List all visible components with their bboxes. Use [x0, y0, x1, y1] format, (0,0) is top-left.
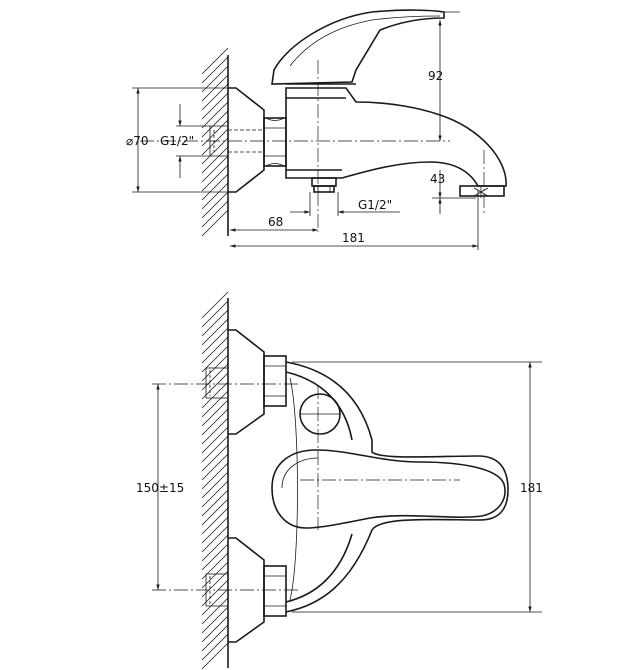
wall-hatch-line	[201, 381, 229, 409]
wall-hatch-line	[201, 435, 229, 463]
wall-hatch-line	[201, 606, 229, 634]
lever-handle-top	[271, 449, 506, 529]
wall-hatch-line	[201, 318, 229, 346]
side-view: ⌀70 G1/2" 92 43 G1/2"	[126, 9, 507, 250]
wall-hatch-line	[201, 119, 229, 147]
wall-hatch-line	[201, 597, 229, 625]
wall-hatch-line	[201, 399, 229, 427]
dim-outlet-thread: G1/2"	[290, 192, 400, 216]
wall-hatch-line	[201, 408, 229, 436]
union-nut-side	[263, 117, 287, 167]
wall-hatch-line	[201, 173, 229, 201]
dim-outlet-thread-label: G1/2"	[358, 198, 392, 212]
dim-height-92-label: 92	[428, 69, 443, 83]
dim-spacing-150-label: 150±15	[136, 481, 184, 495]
wall-hatch-line	[201, 146, 229, 174]
wall-hatch-line	[201, 498, 229, 526]
shower-outlet	[311, 177, 337, 193]
wall-hatch-line	[201, 291, 229, 319]
wall-hatch-line	[201, 336, 229, 364]
dim-diameter-70-label: ⌀70	[126, 134, 149, 148]
diverter-knob-top	[299, 393, 341, 435]
dim-depth-181: 181	[292, 361, 543, 613]
wall-hatch-line	[201, 534, 229, 562]
dim-height-43-label: 43	[430, 172, 445, 186]
wall-hatch-line	[201, 56, 229, 84]
wall-hatch-line	[201, 417, 229, 445]
dim-depth-181-label: 181	[520, 481, 543, 495]
wall-hatch-line	[201, 525, 229, 553]
dim-height-92: 92	[428, 11, 460, 141]
wall-hatch-line	[201, 92, 229, 120]
wall-hatch-line	[201, 182, 229, 210]
wall-hatch-line	[201, 426, 229, 454]
wall-hatch-line	[201, 471, 229, 499]
top-view: 150±15 181	[136, 291, 543, 670]
wall-hatch-line	[201, 128, 229, 156]
wall-side	[201, 47, 229, 237]
wall-hatch-line	[201, 444, 229, 472]
wall-top	[201, 291, 229, 670]
wall-hatch-line	[201, 300, 229, 328]
dim-length-181: 181	[230, 190, 479, 250]
dim-height-43: 43	[430, 170, 476, 214]
dim-inlet-thread-label: G1/2"	[160, 134, 194, 148]
wall-hatch-line	[201, 462, 229, 490]
dim-spacing-150: 150±15	[136, 384, 184, 590]
wall-hatch-line	[201, 453, 229, 481]
dim-diameter-70: ⌀70	[126, 87, 228, 193]
wall-hatch-line	[201, 516, 229, 544]
wall-hatch-line	[201, 191, 229, 219]
lever-handle-side	[271, 9, 445, 85]
wall-hatch-line	[201, 209, 229, 237]
dim-length-181-label: 181	[342, 231, 365, 245]
wall-hatch-line	[201, 624, 229, 652]
dim-inlet-thread: G1/2"	[160, 104, 210, 178]
lower-union-nut	[263, 565, 287, 617]
wall-hatch-line	[201, 489, 229, 517]
wall-hatch-line	[201, 390, 229, 418]
wall-hatch-line	[201, 543, 229, 571]
wall-hatch-line	[201, 507, 229, 535]
wall-hatch-line	[201, 327, 229, 355]
mixer-body-top	[285, 361, 509, 613]
upper-union-nut	[263, 355, 287, 407]
mixer-body-side	[285, 87, 507, 187]
upper-flange-top	[228, 329, 265, 435]
wall-hatch-line	[201, 200, 229, 228]
wall-flange-side	[228, 87, 265, 193]
spout-outlet	[459, 185, 505, 198]
wall-hatch-line	[201, 480, 229, 508]
wall-hatch-line	[201, 155, 229, 183]
wall-hatch-line	[201, 137, 229, 165]
wall-hatch-line	[201, 101, 229, 129]
dim-length-68: 68	[230, 215, 318, 232]
wall-hatch-line	[201, 633, 229, 661]
dim-length-68-label: 68	[268, 215, 283, 229]
wall-hatch-line	[201, 615, 229, 643]
wall-hatch-line	[201, 642, 229, 670]
wall-hatch-line	[201, 110, 229, 138]
upper-inlet-pipe	[205, 367, 229, 399]
wall-hatch-line	[201, 164, 229, 192]
wall-hatch-line	[201, 47, 229, 75]
wall-hatch-line	[201, 309, 229, 337]
wall-hatch-line	[201, 588, 229, 616]
